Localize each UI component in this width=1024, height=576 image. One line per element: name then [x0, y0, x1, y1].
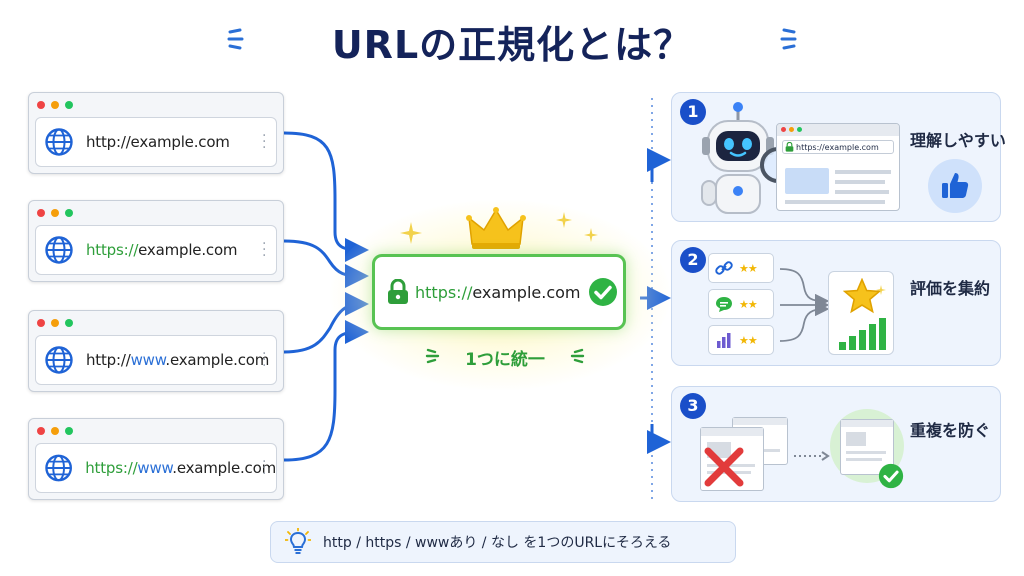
minimize-dot	[51, 319, 59, 327]
signal-chip-chart: ★★	[708, 325, 774, 355]
mini-stars-icon: ★★	[739, 297, 758, 311]
url-part: https://	[86, 241, 139, 259]
dotted-arrow	[794, 451, 830, 461]
address-bar: http://www.example.com···	[35, 335, 277, 385]
url-part: www	[137, 459, 173, 477]
globe-icon	[45, 128, 73, 156]
window-controls	[37, 101, 73, 109]
signal-chip-chat: ★★	[708, 289, 774, 319]
mini-browser: https://example.com	[776, 123, 900, 211]
lock-icon	[388, 279, 408, 304]
arrow-to-benefit-1	[646, 148, 671, 182]
close-dot	[37, 101, 45, 109]
globe-icon	[45, 236, 73, 264]
benefit-label: 重複を防ぐ	[910, 421, 991, 440]
source-url: https://example.com	[86, 241, 238, 259]
url-part: example.com	[138, 241, 238, 259]
mini-url: https://example.com	[796, 142, 879, 152]
sparkle-icon	[400, 222, 422, 244]
source-browser-1: http://example.com ···	[28, 92, 284, 174]
close-dot	[37, 319, 45, 327]
window-controls	[37, 209, 73, 217]
crown-icon	[466, 207, 526, 249]
benefit-number: 2	[680, 247, 706, 273]
check-icon	[589, 278, 618, 306]
converging-arrows	[779, 268, 830, 342]
signal-chip-link: ★★	[708, 253, 774, 283]
benefit-number: 1	[680, 99, 706, 125]
benefit-panel-3: 3 重複を防ぐ	[671, 386, 1001, 502]
aggregate-card	[828, 271, 894, 355]
source-browser-2: https://example.com ···	[28, 200, 284, 282]
url-part: www	[130, 351, 166, 369]
mini-stars-icon: ★★	[739, 333, 758, 347]
address-bar: https://www.example.com···	[35, 443, 277, 493]
window-controls	[37, 319, 73, 327]
canonical-url: https://example.com	[415, 282, 581, 302]
footer-text: http / https / wwwあり / なし を1つのURLにそろえる	[323, 535, 672, 551]
star-icon	[843, 278, 881, 314]
kebab-menu-icon: ···	[262, 346, 267, 374]
minimize-dot	[51, 101, 59, 109]
link-icon	[715, 261, 733, 275]
maximize-dot	[65, 319, 73, 327]
sparkle-right-icon	[780, 28, 797, 50]
kebab-menu-icon: ···	[262, 454, 267, 482]
source-browser-4: https://www.example.com···	[28, 418, 284, 500]
source-url: http://www.example.com	[86, 351, 269, 369]
thumbs-up-badge	[928, 159, 982, 213]
globe-icon	[45, 454, 72, 482]
source-url: https://www.example.com	[85, 459, 276, 477]
window-controls	[37, 427, 73, 435]
benefit-label: 理解しやすい	[910, 131, 1006, 150]
bar-chart-icon	[839, 318, 886, 350]
benefit-panel-2: 2 ★★ ★★ ★★ 評価を集約	[671, 240, 1001, 366]
source-browser-3: http://www.example.com···	[28, 310, 284, 392]
benefit-number: 3	[680, 393, 706, 419]
accent-right-icon	[570, 348, 585, 364]
source-url: http://example.com	[86, 133, 230, 151]
close-dot	[37, 427, 45, 435]
cross-icon	[704, 447, 744, 487]
minimize-dot	[51, 209, 59, 217]
benefit-label: 評価を集約	[910, 279, 991, 298]
page-title: URLの正規化とは？	[331, 23, 693, 67]
accent-left-icon	[425, 348, 440, 364]
thumbs-up-icon	[942, 173, 969, 198]
maximize-dot	[65, 101, 73, 109]
minimize-dot	[51, 427, 59, 435]
maximize-dot	[65, 427, 73, 435]
url-part: .example.com	[172, 459, 276, 477]
kebab-menu-icon: ···	[262, 128, 267, 156]
footer-note: http / https / wwwあり / なし を1つのURLにそろえる	[270, 521, 736, 563]
robot-icon	[701, 102, 774, 214]
address-bar: https://example.com ···	[35, 225, 277, 275]
sparkle-icon	[876, 285, 886, 295]
arrow-to-benefit-3	[646, 424, 671, 454]
lock-icon	[785, 142, 794, 152]
sparkle-icon	[556, 212, 572, 228]
close-dot	[37, 209, 45, 217]
url-part: https://	[85, 459, 138, 477]
sparkle-left-icon	[227, 28, 244, 50]
check-icon	[878, 463, 904, 489]
bar-chart-icon	[717, 333, 731, 348]
globe-icon	[45, 346, 73, 374]
url-part: http://	[86, 351, 131, 369]
mini-stars-icon: ★★	[739, 261, 758, 275]
benefit-panel-1: 1 https://example.com	[671, 92, 1006, 222]
url-part: .example.com	[165, 351, 270, 369]
kebab-menu-icon: ···	[262, 236, 267, 264]
lightbulb-icon	[285, 528, 311, 554]
chat-icon	[716, 297, 732, 312]
arrow-source-1	[283, 131, 369, 262]
address-bar: http://example.com ···	[35, 117, 277, 167]
maximize-dot	[65, 209, 73, 217]
url-part: http://example.com	[86, 133, 230, 151]
sparkle-icon	[584, 228, 598, 242]
unify-label: 1つに統一	[465, 350, 545, 370]
canonical-url-box: https://example.com	[372, 254, 626, 330]
